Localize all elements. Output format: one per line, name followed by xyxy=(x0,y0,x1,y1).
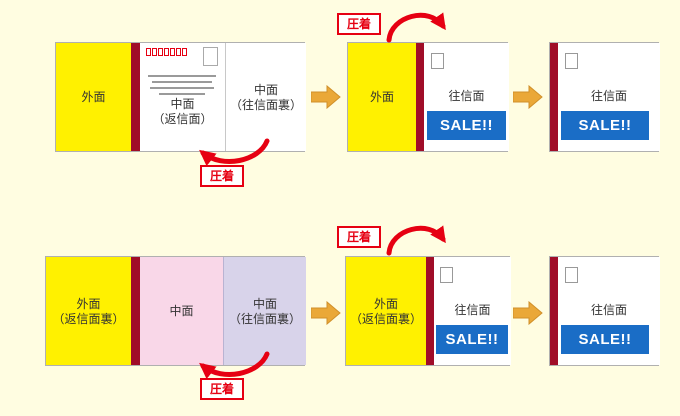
seal-stripe xyxy=(426,257,434,365)
trifold-card-unfolded-row2: 外面 （返信面裏） 中面 中面 （往信面裏） xyxy=(45,256,306,366)
outward-face-panel: 往信面 SALE!! xyxy=(434,257,511,365)
sale-badge: SALE!! xyxy=(561,325,649,354)
preview-text-line xyxy=(159,93,205,95)
outward-face-panel: 往信面 SALE!! xyxy=(558,257,660,365)
outer-panel: 外面 （返信面裏） xyxy=(46,257,131,365)
seal-stripe xyxy=(131,43,140,151)
postal-code-box xyxy=(146,48,151,56)
inner-middle-panel: 中面 xyxy=(140,257,223,365)
postal-code-box xyxy=(158,48,163,56)
step-arrow-icon xyxy=(513,85,543,109)
sale-badge: SALE!! xyxy=(436,325,508,354)
postal-code-box xyxy=(164,48,169,56)
step-arrow-icon xyxy=(513,301,543,325)
outer-panel-label: 外面 （返信面裏） xyxy=(52,297,125,326)
outer-panel-label: 外面 （返信面裏） xyxy=(349,297,422,326)
press-seal-label: 圧着 xyxy=(200,378,245,400)
fold-arrow-icon xyxy=(386,12,446,43)
stamp-box xyxy=(440,267,453,283)
outward-face-panel: 往信面 SALE!! xyxy=(424,43,509,151)
stamp-box xyxy=(565,267,578,283)
outward-face-label: 往信面 xyxy=(454,303,491,317)
bifold-card-row2: 外面 （返信面裏） 往信面 SALE!! xyxy=(345,256,511,366)
inner-back-panel-label: 中面 （往信面裏） xyxy=(228,297,301,326)
outward-face-label: 往信面 xyxy=(448,89,485,103)
preview-text-line xyxy=(148,75,216,77)
outer-panel: 外面 xyxy=(56,43,131,151)
inner-reply-panel: 中面 （返信面） xyxy=(140,43,225,151)
outer-panel: 外面 （返信面裏） xyxy=(346,257,426,365)
press-seal-label: 圧着 xyxy=(337,226,382,248)
outer-panel-label: 外面 xyxy=(369,90,394,104)
press-seal-label: 圧着 xyxy=(337,13,382,35)
seal-stripe xyxy=(131,257,140,365)
inner-back-panel: 中面 （往信面裏） xyxy=(223,257,306,365)
step-arrow-icon xyxy=(311,85,341,109)
step-arrow-icon xyxy=(311,301,341,325)
folded-card-row2: 往信面 SALE!! xyxy=(549,256,660,366)
postal-code-box xyxy=(182,48,187,56)
sale-badge: SALE!! xyxy=(561,111,649,140)
fold-arrow-icon xyxy=(199,138,270,167)
postal-code-box xyxy=(170,48,175,56)
outward-face-panel: 往信面 SALE!! xyxy=(558,43,660,151)
inner-middle-panel-label: 中面 xyxy=(169,304,194,318)
folded-card-row1: 往信面 SALE!! xyxy=(549,42,660,152)
inner-back-panel-label: 中面 （往信面裏） xyxy=(229,83,302,112)
stamp-box xyxy=(431,53,444,69)
postal-code-boxes xyxy=(146,48,187,56)
sale-badge: SALE!! xyxy=(427,111,506,140)
fold-arrow-icon xyxy=(199,351,270,380)
outward-face-label: 往信面 xyxy=(590,89,627,103)
seal-stripe xyxy=(550,43,558,151)
postal-code-box xyxy=(152,48,157,56)
stamp-box xyxy=(565,53,578,69)
inner-reply-panel-label: 中面 （返信面） xyxy=(152,97,213,126)
outer-panel: 外面 xyxy=(348,43,416,151)
inner-back-panel: 中面 （往信面裏） xyxy=(225,43,306,151)
outward-face-label: 往信面 xyxy=(590,303,627,317)
preview-text-line xyxy=(152,81,212,83)
preview-text-line xyxy=(150,87,214,89)
postal-code-box xyxy=(176,48,181,56)
postage-paid-mark xyxy=(203,47,218,66)
seal-stripe xyxy=(416,43,424,151)
fold-arrow-icon xyxy=(386,225,446,256)
outer-panel-label: 外面 xyxy=(81,90,106,104)
press-seal-label: 圧着 xyxy=(200,165,245,187)
bifold-card-row1: 外面 往信面 SALE!! xyxy=(347,42,509,152)
seal-stripe xyxy=(550,257,558,365)
trifold-card-unfolded-row1: 外面 中面 （返信面） xyxy=(55,42,306,152)
